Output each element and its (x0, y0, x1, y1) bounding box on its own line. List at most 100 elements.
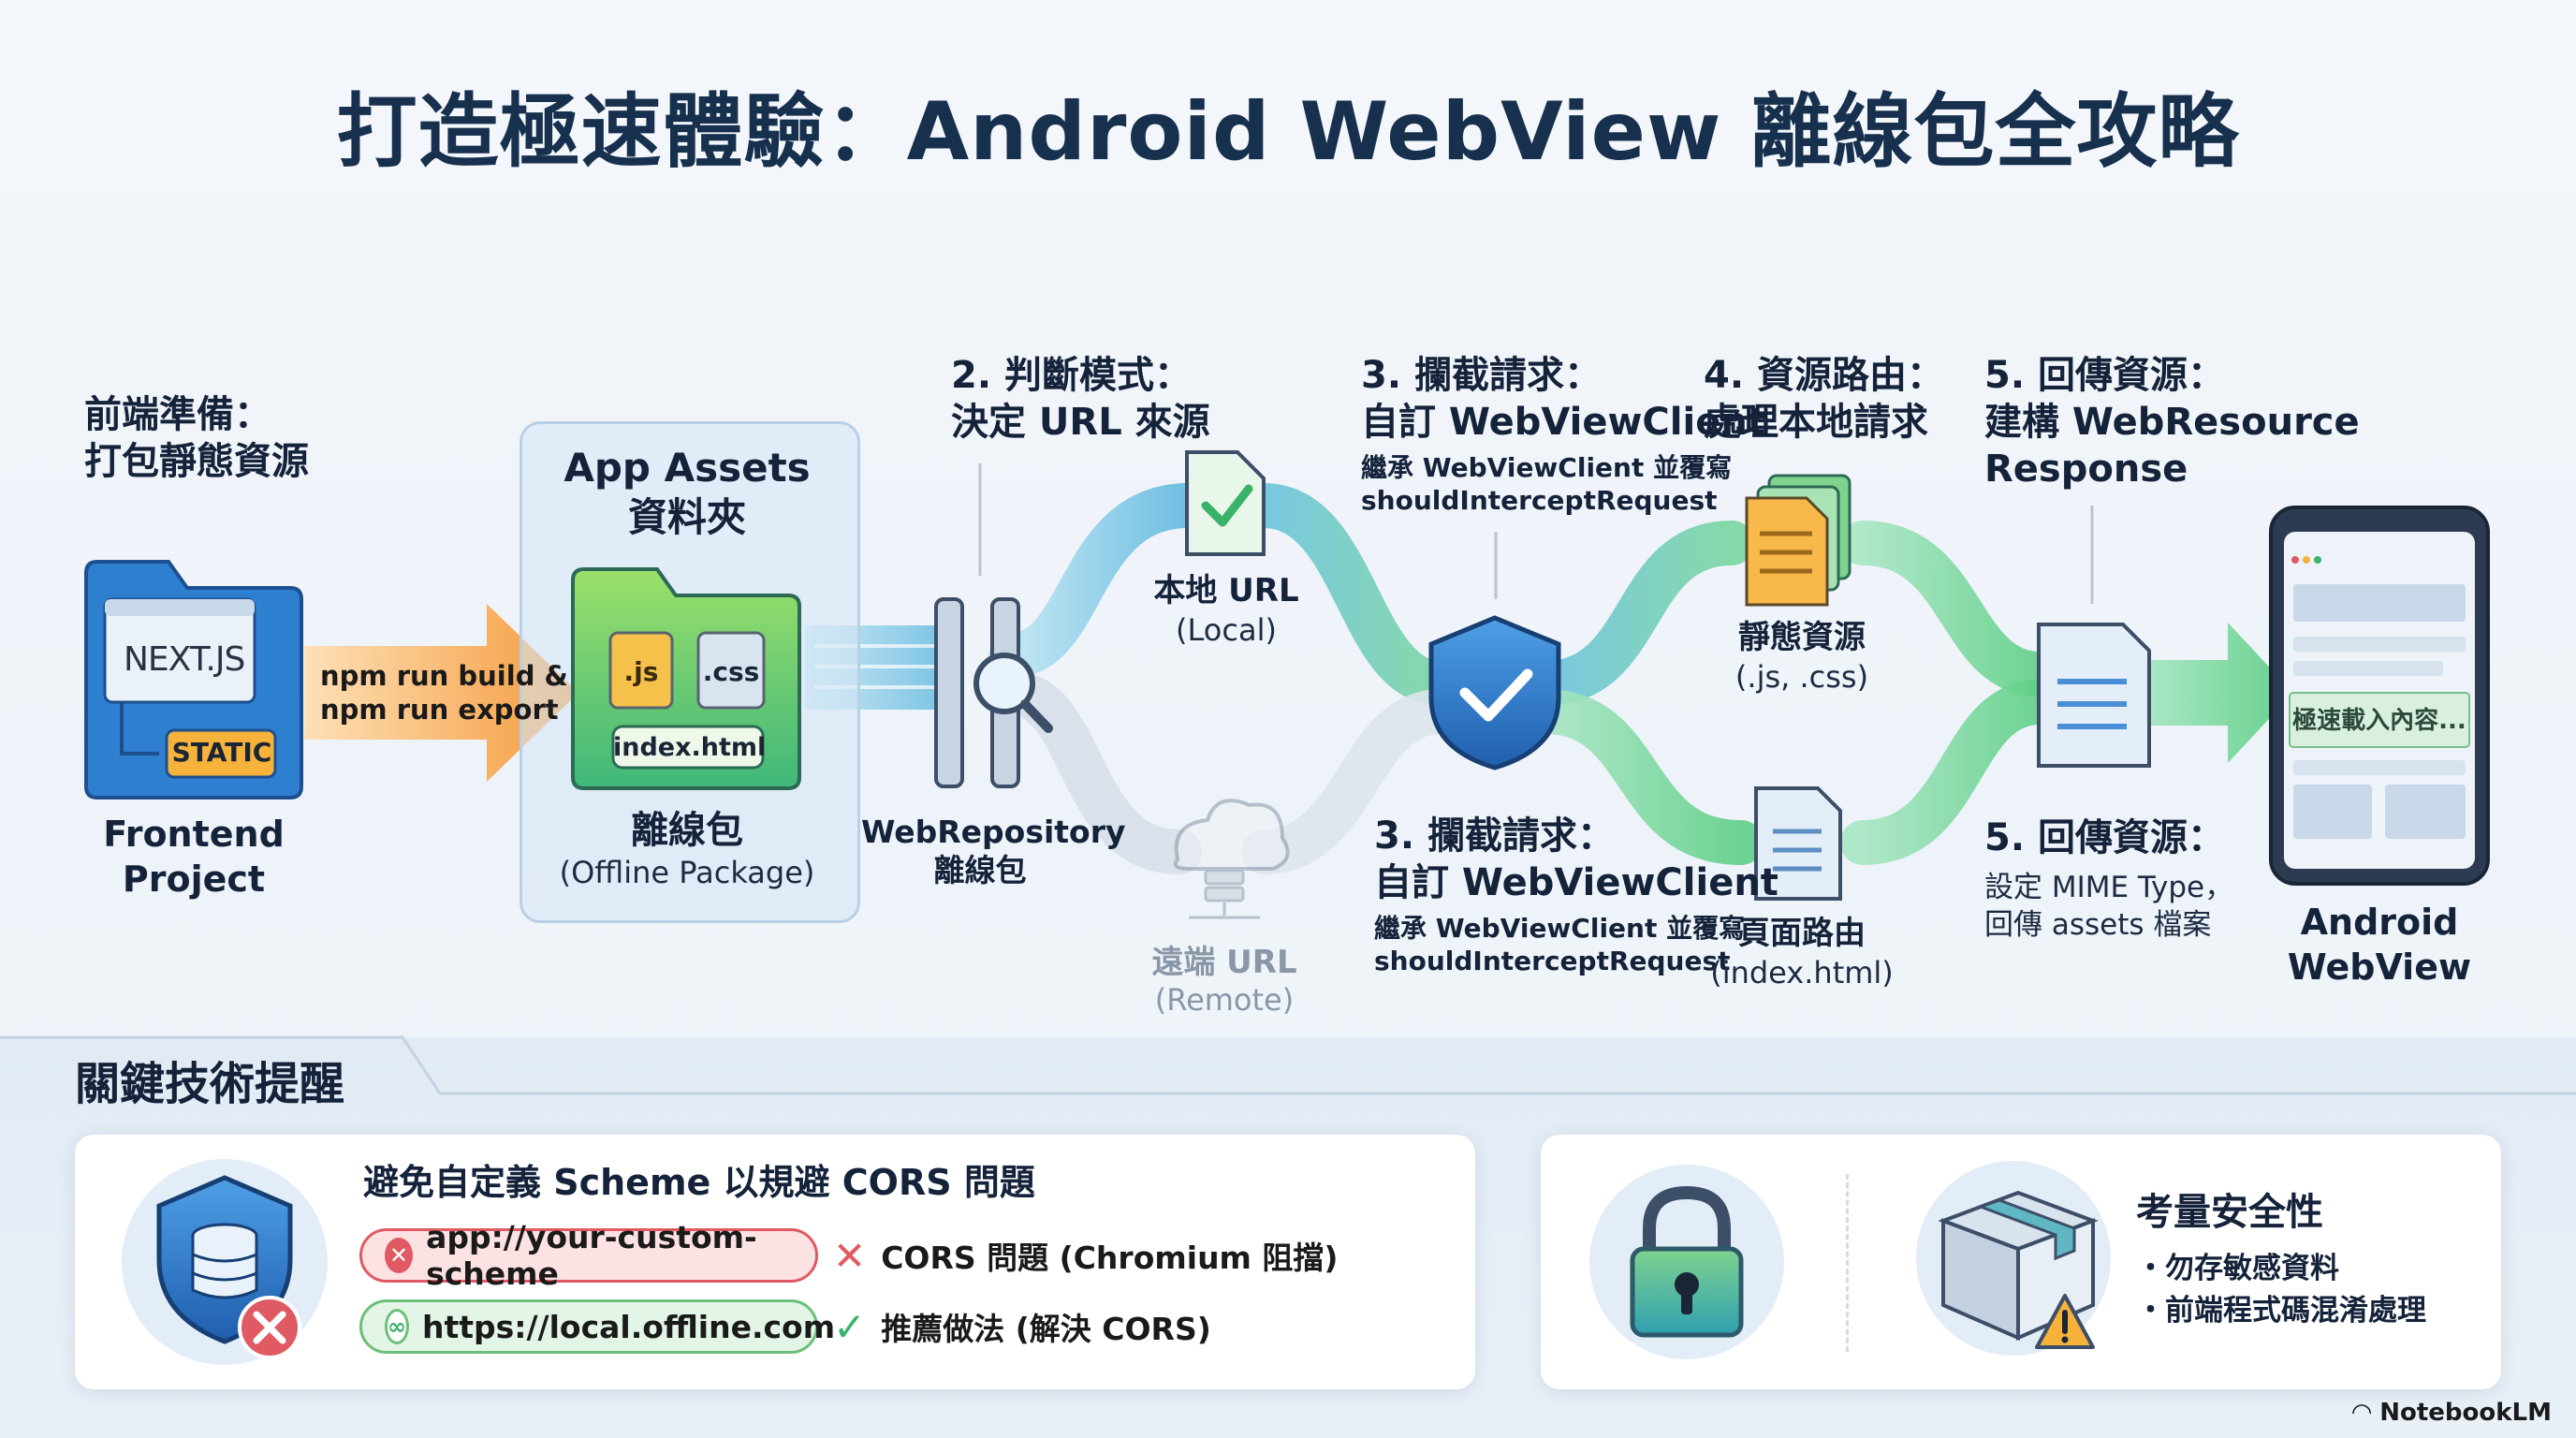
file-css-label: .css (702, 656, 760, 687)
check-icon: ✓ (833, 1303, 867, 1350)
cors-tip-title: 避免自定義 Scheme 以規避 CORS 問題 (363, 1162, 1035, 1203)
remote-url-label: 遠端 URL (Remote) (1120, 936, 1329, 1018)
page-route-line1: 頁面路由 (1738, 915, 1866, 952)
remote-url-line1: 遠端 URL (1151, 944, 1297, 981)
step5-bottom-desc2: 回傳 assets 檔案 (1984, 908, 2212, 943)
step5-top-line2: 建構 WebResource (1984, 401, 2360, 444)
step3-top-line1: 3. 攔截請求： (1361, 354, 1602, 397)
assets-title: App Assets 資料夾 (520, 444, 855, 542)
offline-package-label: 離線包 (Offline Package) (520, 807, 855, 893)
notebooklm-logo-icon: ◠ (2352, 1399, 2372, 1427)
response-doc-icon (2037, 623, 2151, 768)
page-route-label: 頁面路由 (index.html) (1694, 914, 1910, 992)
page-route-line2: (index.html) (1710, 954, 1894, 990)
remote-cloud-icon (1173, 799, 1290, 919)
remote-url-line2: (Remote) (1154, 982, 1295, 1018)
step2-line2: 決定 URL 來源 (951, 401, 1210, 444)
assets-title-line1: App Assets (564, 445, 811, 491)
step4-line2: 處理本地請求 (1704, 401, 1928, 444)
local-url-line2: (Local) (1176, 611, 1277, 648)
frontend-name-line2: Project (122, 858, 266, 900)
step2-line1: 2. 判斷模式： (951, 354, 1192, 397)
security-item-2: ・前端程式碼混淆處理 (2136, 1293, 2426, 1328)
static-resource-label: 靜態資源 (.js, .css) (1694, 618, 1910, 697)
static-resource-line1: 靜態資源 (1738, 619, 1866, 656)
frontend-step-line2: 打包靜態資源 (84, 440, 309, 483)
frontend-project-label: Frontend Project (75, 813, 313, 902)
bad-scheme-note: ✕ CORS 問題 (Chromium 阻擋) (833, 1228, 1339, 1283)
notebooklm-brand-text: NotebookLM (2379, 1399, 2552, 1427)
static-resource-line2: (.js, .css) (1734, 658, 1869, 695)
local-file-check-icon (1185, 450, 1266, 556)
page-title: 打造極速體驗：Android WebView 離線包全攻略 (336, 85, 2240, 179)
step4-label: 4. 資源路由： 處理本地請求 (1704, 352, 1944, 446)
bad-scheme-pill: ✕ app://your-custom-scheme (359, 1219, 818, 1292)
notebooklm-brand: ◠ NotebookLM (2352, 1399, 2552, 1427)
arrow-to-webview (2144, 623, 2293, 763)
build-command-label: npm run build & npm run export (320, 659, 568, 727)
lock-icon (1589, 1165, 1784, 1359)
cross-icon: ✕ (833, 1232, 867, 1279)
offline-package-name-en: (Offline Package) (559, 855, 815, 890)
good-scheme-note: ✓ 推薦做法 (解決 CORS) (833, 1299, 1211, 1354)
cors-card: 避免自定義 Scheme 以規避 CORS 問題 ✕ app://your-cu… (75, 1135, 1475, 1389)
repository-label: WebRepository 離線包 (861, 813, 1126, 890)
step5-bottom-desc1: 設定 MIME Type， (1984, 871, 2234, 904)
build-command-line1: npm run build & (320, 660, 568, 692)
file-js-label: .js (623, 656, 659, 687)
step3-bottom-desc2: shouldInterceptRequest (1374, 946, 1731, 976)
step2-label: 2. 判斷模式： 決定 URL 來源 (951, 352, 1210, 446)
frontend-name-line1: Frontend (103, 814, 285, 855)
error-icon: ✕ (385, 1238, 414, 1273)
good-scheme-pill: ∞ https://local.offline.com (359, 1299, 835, 1354)
device-name-line2: WebView (2287, 946, 2472, 988)
step3-top-desc2: shouldInterceptRequest (1361, 485, 1718, 516)
good-scheme-url: https://local.offline.com (422, 1308, 836, 1345)
step5-bottom-line1: 5. 回傳資源： (1984, 816, 2225, 859)
frontend-folder-icon (84, 560, 303, 800)
static-resource-icon (1745, 474, 1852, 607)
build-command-line2: npm run export (320, 694, 559, 726)
box-warning-icon (1916, 1161, 2111, 1356)
device-loading-text: 極速載入內容... (2292, 707, 2466, 735)
file-html-label: index.html (613, 733, 767, 762)
build-arrow (304, 604, 578, 782)
static-tag: STATIC (171, 737, 272, 768)
offline-package-name: 離線包 (631, 809, 743, 852)
bad-scheme-url: app://your-custom-scheme (426, 1219, 757, 1292)
tips-section-title: 關鍵技術提醒 (75, 1058, 345, 1110)
step5-top-line3: Response (1984, 448, 2188, 491)
local-url-line1: 本地 URL (1153, 572, 1299, 609)
bad-scheme-note-text: CORS 問題 (Chromium 阻擋) (881, 1240, 1339, 1276)
step3-top-line2: 自訂 WebViewClient (1361, 401, 1765, 444)
step3-bottom-desc1: 繼承 WebViewClient 並覆寫 (1374, 913, 1746, 944)
security-divider (1846, 1174, 1851, 1352)
link-icon: ∞ (385, 1309, 409, 1344)
nextjs-logo: NEXT.JS (124, 640, 245, 679)
device-name-line1: Android (2300, 902, 2459, 943)
assets-title-line2: 資料夾 (627, 493, 746, 540)
good-scheme-note-text: 推薦做法 (解決 CORS) (881, 1311, 1211, 1347)
step3-bottom-label: 3. 攔截請求： 自訂 WebViewClient 繼承 WebViewClie… (1374, 813, 1778, 977)
repository-line2: 離線包 (933, 852, 1027, 889)
step3-top-label: 3. 攔截請求： 自訂 WebViewClient 繼承 WebViewClie… (1361, 352, 1765, 517)
step4-line1: 4. 資源路由： (1704, 354, 1944, 397)
android-device-icon (2269, 506, 2490, 886)
step5-top-label: 5. 回傳資源： 建構 WebResource Response (1984, 352, 2360, 492)
step3-bottom-line1: 3. 攔截請求： (1374, 814, 1615, 858)
security-item-1: ・勿存敏感資料 (2136, 1252, 2339, 1285)
frontend-step-label: 前端準備： 打包靜態資源 (84, 391, 309, 485)
step3-bottom-line2: 自訂 WebViewClient (1374, 861, 1778, 904)
android-webview-label: Android WebView (2247, 901, 2512, 990)
database-shield-icon (122, 1159, 328, 1365)
step5-bottom-label: 5. 回傳資源： 設定 MIME Type， 回傳 assets 檔案 (1984, 814, 2233, 945)
page-route-doc-icon (1754, 786, 1842, 901)
repository-line1: WebRepository (861, 814, 1126, 850)
local-url-label: 本地 URL (Local) (1123, 571, 1329, 650)
intercept-shield-icon (1428, 615, 1561, 770)
step3-top-desc1: 繼承 WebViewClient 並覆寫 (1361, 452, 1733, 483)
security-tip: 考量安全性 ・勿存敏感資料 ・前端程式碼混淆處理 (2136, 1189, 2426, 1329)
security-card: 考量安全性 ・勿存敏感資料 ・前端程式碼混淆處理 (1541, 1135, 2501, 1389)
frontend-step-line1: 前端準備： (84, 393, 271, 436)
